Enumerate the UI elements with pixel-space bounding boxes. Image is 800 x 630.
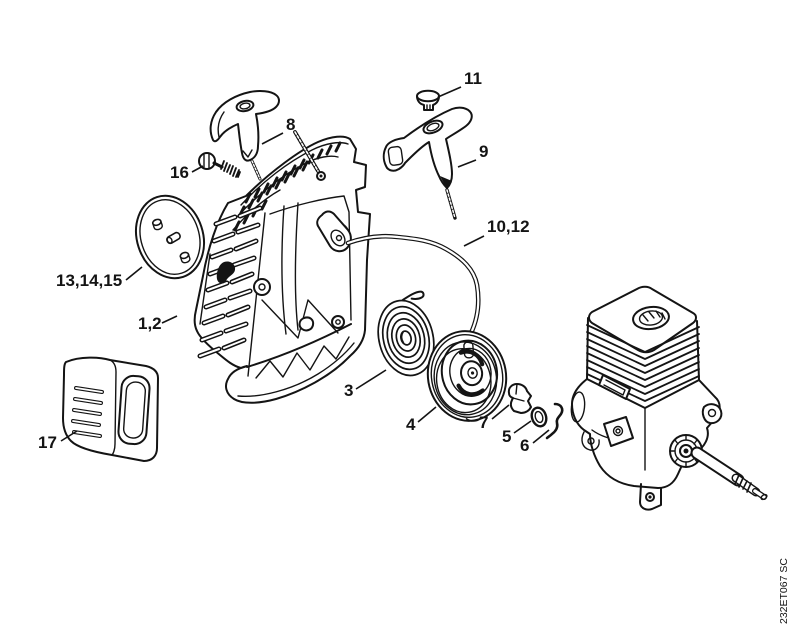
handle-cap-drawing [416, 89, 440, 111]
callout-label: 13,14,15 [56, 271, 122, 290]
rewind-spring-drawing [377, 290, 435, 377]
callout-cover-plate: 13,14,15 [56, 266, 143, 290]
callout-starter-rope: 10,12 [463, 217, 530, 247]
washer-drawing [530, 406, 548, 428]
callout-starter-handle: 9 [457, 142, 488, 168]
callout-air-duct: 17 [38, 430, 78, 452]
screw-drawing [198, 152, 241, 178]
callout-label: 3 [344, 381, 353, 400]
callout-spring-clip: 6 [520, 429, 550, 455]
callout-label: 6 [520, 436, 529, 455]
callout-rewind-spring: 3 [344, 369, 387, 400]
spring-clip-drawing [545, 402, 564, 440]
callout-label: 17 [38, 433, 57, 452]
callout-fan-housing: 1,2 [138, 314, 178, 333]
callout-label: 8 [286, 115, 295, 134]
callout-label: 4 [406, 415, 416, 434]
callout-screw: 16 [170, 163, 204, 182]
engine-drawing [570, 285, 768, 511]
callout-label: 9 [479, 142, 488, 161]
callout-label: 16 [170, 163, 189, 182]
cover-plate-drawing [135, 194, 205, 280]
air-duct-drawing [62, 356, 159, 462]
fan-housing-drawing [193, 135, 371, 404]
callout-handle-cap: 11 [437, 69, 482, 98]
callout-washer: 5 [502, 420, 532, 446]
callout-pawl: 7 [479, 404, 510, 432]
pawl-drawing [507, 383, 532, 414]
starter-handle-drawing [382, 106, 473, 220]
callout-label: 10,12 [487, 217, 530, 236]
drawing-code-label: 232ET067 SC [778, 558, 790, 624]
callout-label: 11 [464, 69, 482, 88]
callout-label: 7 [479, 413, 488, 432]
rope-rotor-drawing [426, 330, 508, 422]
callout-label: 1,2 [138, 314, 162, 333]
callout-starter-grip: 8 [261, 115, 295, 145]
starter-rope-drawing [293, 130, 481, 336]
callout-label: 5 [502, 427, 511, 446]
starter-grip-drawing [209, 90, 280, 181]
callout-rope-rotor: 4 [406, 406, 437, 434]
